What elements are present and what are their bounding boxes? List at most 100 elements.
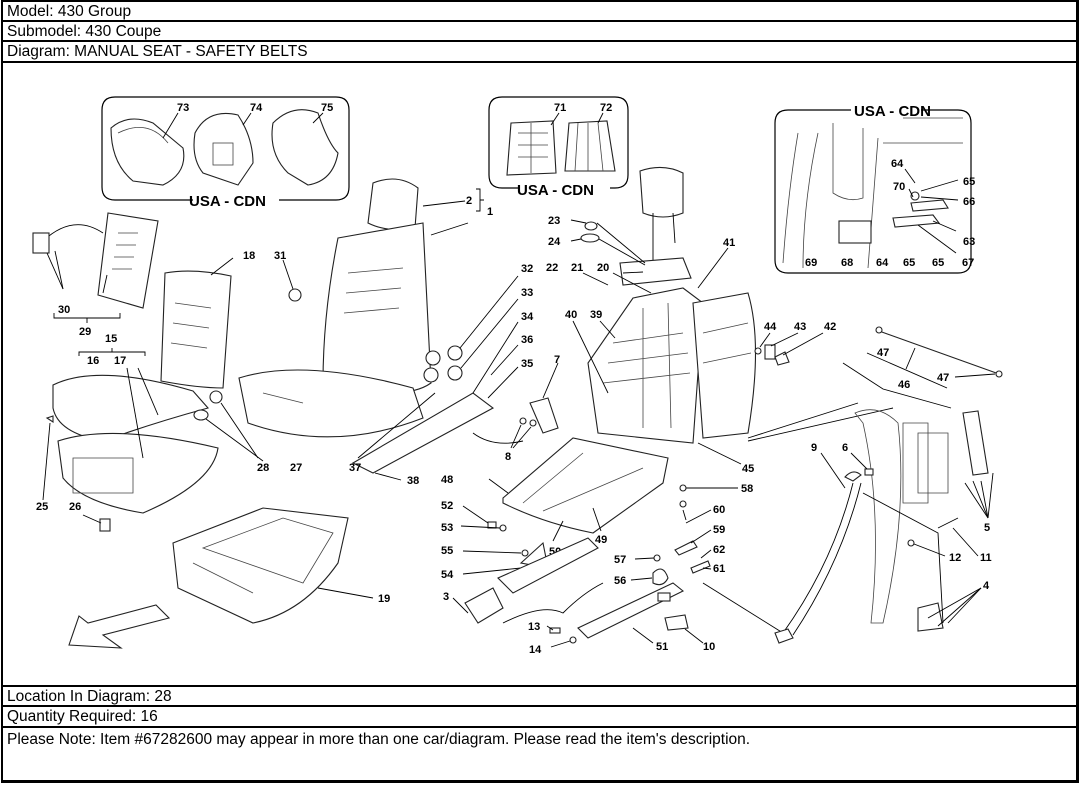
callout-44: 44 [764,321,777,333]
child-seat-74 [193,112,254,186]
callout-21: 21 [571,262,583,274]
backrest-frame: 23 24 22 21 20 40 39 41 44 43 42 [546,166,894,475]
inset-child-seats: USA - CDN 73 74 75 [101,96,350,210]
callout-70: 70 [893,181,905,193]
inset-label: USA - CDN [517,182,594,199]
callout-60: 60 [713,504,725,516]
callout-74: 74 [250,102,263,114]
callout-47: 47 [877,347,889,359]
callout-75: 75 [321,102,333,114]
quantity-required: Quantity Required: 16 [7,708,158,725]
callout-4: 4 [983,580,990,592]
callout-3: 3 [443,591,449,603]
callout-64: 64 [876,257,889,269]
callout-65: 65 [932,257,944,269]
callout-58: 58 [741,483,753,495]
seat-mat-72 [564,120,616,172]
callout-48: 48 [441,474,453,486]
callout-43: 43 [794,321,806,333]
callout-72: 72 [600,102,612,114]
seat-base-shell: 19 [172,507,390,624]
callout-28: 28 [257,462,269,474]
callout-38: 38 [407,475,419,487]
callout-13: 13 [528,621,540,633]
callout-35: 35 [521,358,533,370]
diagram-title: Diagram: MANUAL SEAT - SAFETY BELTS [7,43,308,60]
callout-10: 10 [703,641,715,653]
callout-51: 51 [656,641,668,653]
callout-61: 61 [713,563,725,575]
callout-47: 47 [937,372,949,384]
seat-heater-pad: 30 29 [32,212,159,338]
callout-65: 65 [903,257,915,269]
complete-seat: 2 1 31 32 33 34 36 35 37 38 [238,178,534,487]
model-label: Model: 430 Group [7,3,132,20]
submodel-row: Submodel: 430 Coupe [3,22,1076,42]
callout-19: 19 [378,593,390,605]
diagram-title-row: Diagram: MANUAL SEAT - SAFETY BELTS [3,42,1076,63]
anchor-parts [838,191,949,244]
callout-65: 65 [963,176,975,188]
callout-64: 64 [891,158,904,170]
callout-1: 1 [487,206,493,218]
callout-49: 49 [595,534,607,546]
callout-71: 71 [554,102,566,114]
callout-55: 55 [441,545,453,557]
callout-57: 57 [614,554,626,566]
callout-7: 7 [554,354,560,366]
model-row: Model: 430 Group [3,0,1076,22]
callout-56: 56 [614,575,626,587]
quantity-row: Quantity Required: 16 [3,707,1076,728]
submodel-label: Submodel: 430 Coupe [7,23,162,40]
callout-45: 45 [742,463,754,475]
front-direction-arrow-icon [68,604,171,649]
callout-27: 27 [290,462,302,474]
callout-8: 8 [505,451,511,463]
callout-12: 12 [949,552,961,564]
seat-frame-rails: 48 58 52 53 49 50 55 54 3 [441,437,784,656]
callout-41: 41 [723,237,735,249]
location-in-diagram: Location In Diagram: 28 [7,688,172,705]
callout-26: 26 [69,501,81,513]
callout-33: 33 [521,287,533,299]
callout-24: 24 [548,236,561,248]
callout-6: 6 [842,442,848,454]
callout-53: 53 [441,522,453,534]
inset-label: USA - CDN [189,193,266,210]
inset-belt-anchor: USA - CDN 64 65 70 66 63 69 68 64 65 65 … [774,103,975,274]
callout-62: 62 [713,544,725,556]
child-seat-73 [110,118,185,186]
callout-73: 73 [177,102,189,114]
callout-36: 36 [521,334,533,346]
callout-17: 17 [114,355,126,367]
inset-seat-mats: USA - CDN 71 72 [488,96,629,199]
callout-63: 63 [963,236,975,248]
callout-2: 2 [466,195,472,207]
callout-66: 66 [963,196,975,208]
diagram-canvas: USA - CDN 73 74 75 USA - CDN 71 72 [32,96,1003,656]
callout-23: 23 [548,215,560,227]
seat-belt-assembly: 9 6 5 12 11 4 [774,409,994,644]
callout-34: 34 [521,311,534,323]
exploded-parts-diagram: USA - CDN 73 74 75 USA - CDN 71 72 [3,63,1076,687]
callout-69: 69 [805,257,817,269]
callout-39: 39 [590,309,602,321]
seat-cushion: 15 16 17 18 25 26 28 27 [36,250,302,532]
callout-16: 16 [87,355,99,367]
callout-32: 32 [521,263,533,275]
callout-54: 54 [441,569,454,581]
callout-9: 9 [811,442,817,454]
callout-67: 67 [962,257,974,269]
callout-20: 20 [597,262,609,274]
item-note: Please Note: Item #67282600 may appear i… [7,731,751,748]
callout-40: 40 [565,309,577,321]
callout-22: 22 [546,262,558,274]
rear-rod: 47 47 46 [842,326,1003,409]
callout-5: 5 [984,522,990,534]
callout-25: 25 [36,501,48,513]
seat-belt-buckle: 7 8 [472,354,560,463]
callout-11: 11 [980,552,992,564]
location-row: Location In Diagram: 28 [3,687,1076,707]
callout-31: 31 [274,250,286,262]
